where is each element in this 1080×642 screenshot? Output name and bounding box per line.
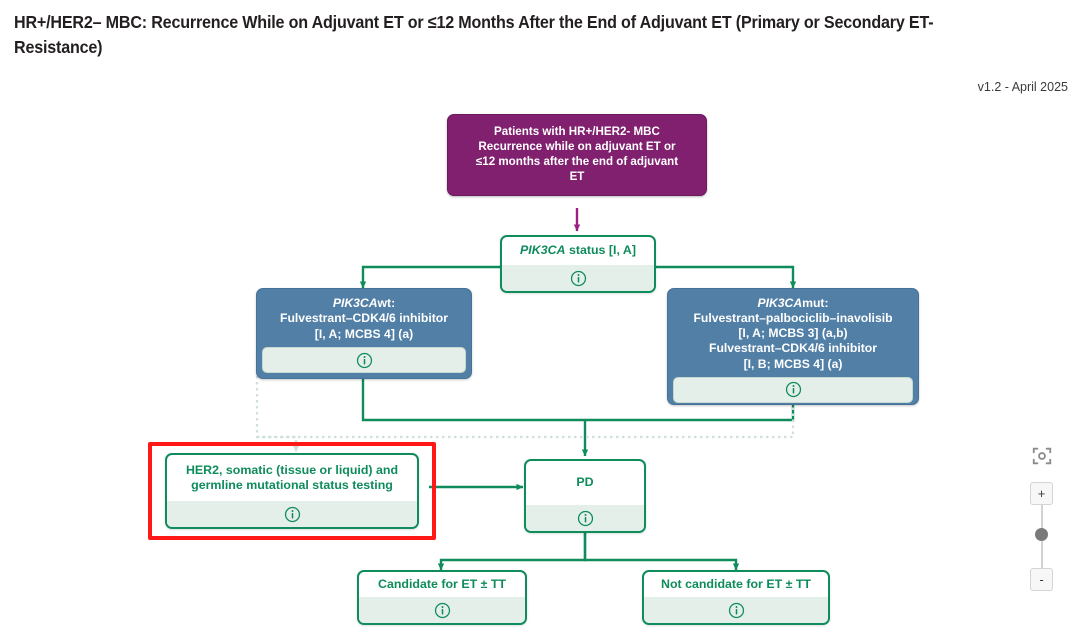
- node-pik3ca-status-label: PIK3CA status [I, A]: [502, 237, 654, 265]
- pik3ca-wt-gene: PIK3CA: [332, 296, 378, 311]
- node-pd-footer[interactable]: [526, 505, 644, 531]
- info-icon[interactable]: [728, 602, 745, 619]
- zoom-in-button[interactable]: +: [1030, 482, 1053, 505]
- node-her2-testing-footer[interactable]: [167, 501, 417, 527]
- node-candidate-footer[interactable]: [359, 597, 525, 623]
- node-not-candidate-et-tt[interactable]: Not candidate for ET ± TT: [642, 570, 830, 625]
- node-progressive-disease[interactable]: PD: [524, 459, 646, 533]
- node-pik3ca-wt[interactable]: PIK3CAwt: Fulvestrant–CDK4/6 inhibitor […: [256, 288, 472, 379]
- root-line-1: Patients with HR+/HER2- MBC: [494, 125, 660, 139]
- node-pik3ca-mut-footer[interactable]: [673, 376, 913, 403]
- node-her2-testing-text: HER2, somatic (tissue or liquid) and ger…: [167, 455, 417, 501]
- pik3ca-mut-line-4: Fulvestrant–CDK4/6 inhibitor: [709, 341, 877, 356]
- page-title: HR+/HER2– MBC: Recurrence While on Adjuv…: [14, 12, 934, 58]
- info-icon[interactable]: [570, 270, 587, 287]
- pik3ca-mut-line-1: PIK3CAmut:: [757, 296, 829, 310]
- info-icon[interactable]: [284, 506, 301, 523]
- node-not-candidate-footer[interactable]: [644, 597, 828, 623]
- pik3ca-wt-line-1: PIK3CAwt:: [332, 296, 396, 311]
- info-icon[interactable]: [356, 352, 373, 369]
- pik3ca-mut-line-5: [I, B; MCBS 4] (a): [743, 356, 843, 371]
- pik3ca-mut-gene: PIK3CA: [757, 296, 803, 310]
- node-patients-root-text: Patients with HR+/HER2- MBC Recurrence w…: [476, 125, 678, 184]
- her2-line-1: HER2, somatic (tissue or liquid) and: [185, 462, 399, 477]
- node-pik3ca-mut-text: PIK3CAmut: Fulvestrant–palbociclib–inavo…: [673, 294, 913, 377]
- highlight-frame-her2: [148, 442, 436, 540]
- node-not-candidate-label: Not candidate for ET ± TT: [661, 576, 811, 591]
- root-line-4: ET: [569, 169, 585, 183]
- pik3ca-status-gene: PIK3CA: [520, 243, 566, 258]
- root-line-2: Recurrence while on adjuvant ET or: [478, 140, 676, 154]
- pik3ca-status-suffix: status [I, A]: [565, 243, 636, 258]
- info-icon[interactable]: [785, 381, 802, 398]
- node-pd-label: PD: [576, 475, 594, 490]
- zoom-slider-thumb[interactable]: [1035, 528, 1048, 541]
- root-line-3: ≤12 months after the end of adjuvant: [475, 155, 679, 168]
- pik3ca-mut-line-3: [I, A; MCBS 3] (a,b): [738, 326, 848, 341]
- node-candidate-et-tt[interactable]: Candidate for ET ± TT: [357, 570, 527, 625]
- node-pik3ca-wt-text: PIK3CAwt: Fulvestrant–CDK4/6 inhibitor […: [262, 294, 466, 347]
- node-pik3ca-wt-footer[interactable]: [262, 347, 466, 373]
- pik3ca-wt-line-3: [I, A; MCBS 4] (a): [314, 326, 414, 341]
- pik3ca-mut-line-2: Fulvestrant–palbociclib–inavolisib: [693, 311, 893, 326]
- focus-frame-icon[interactable]: [1031, 445, 1053, 467]
- node-pik3ca-status[interactable]: PIK3CA status [I, A]: [500, 235, 656, 293]
- zoom-out-button[interactable]: -: [1030, 568, 1053, 591]
- version-label: v1.2 - April 2025: [977, 80, 1068, 94]
- node-pik3ca-mut[interactable]: PIK3CAmut: Fulvestrant–palbociclib–inavo…: [667, 288, 919, 405]
- node-pik3ca-status-footer[interactable]: [502, 265, 654, 291]
- info-icon[interactable]: [434, 602, 451, 619]
- info-icon[interactable]: [577, 510, 594, 527]
- node-candidate-label: Candidate for ET ± TT: [378, 576, 506, 591]
- pik3ca-wt-line-2: Fulvestrant–CDK4/6 inhibitor: [280, 311, 448, 326]
- node-her2-testing[interactable]: HER2, somatic (tissue or liquid) and ger…: [165, 453, 419, 529]
- node-patients-root[interactable]: Patients with HR+/HER2- MBC Recurrence w…: [447, 114, 707, 196]
- her2-line-2: germline mutational status testing: [191, 478, 393, 492]
